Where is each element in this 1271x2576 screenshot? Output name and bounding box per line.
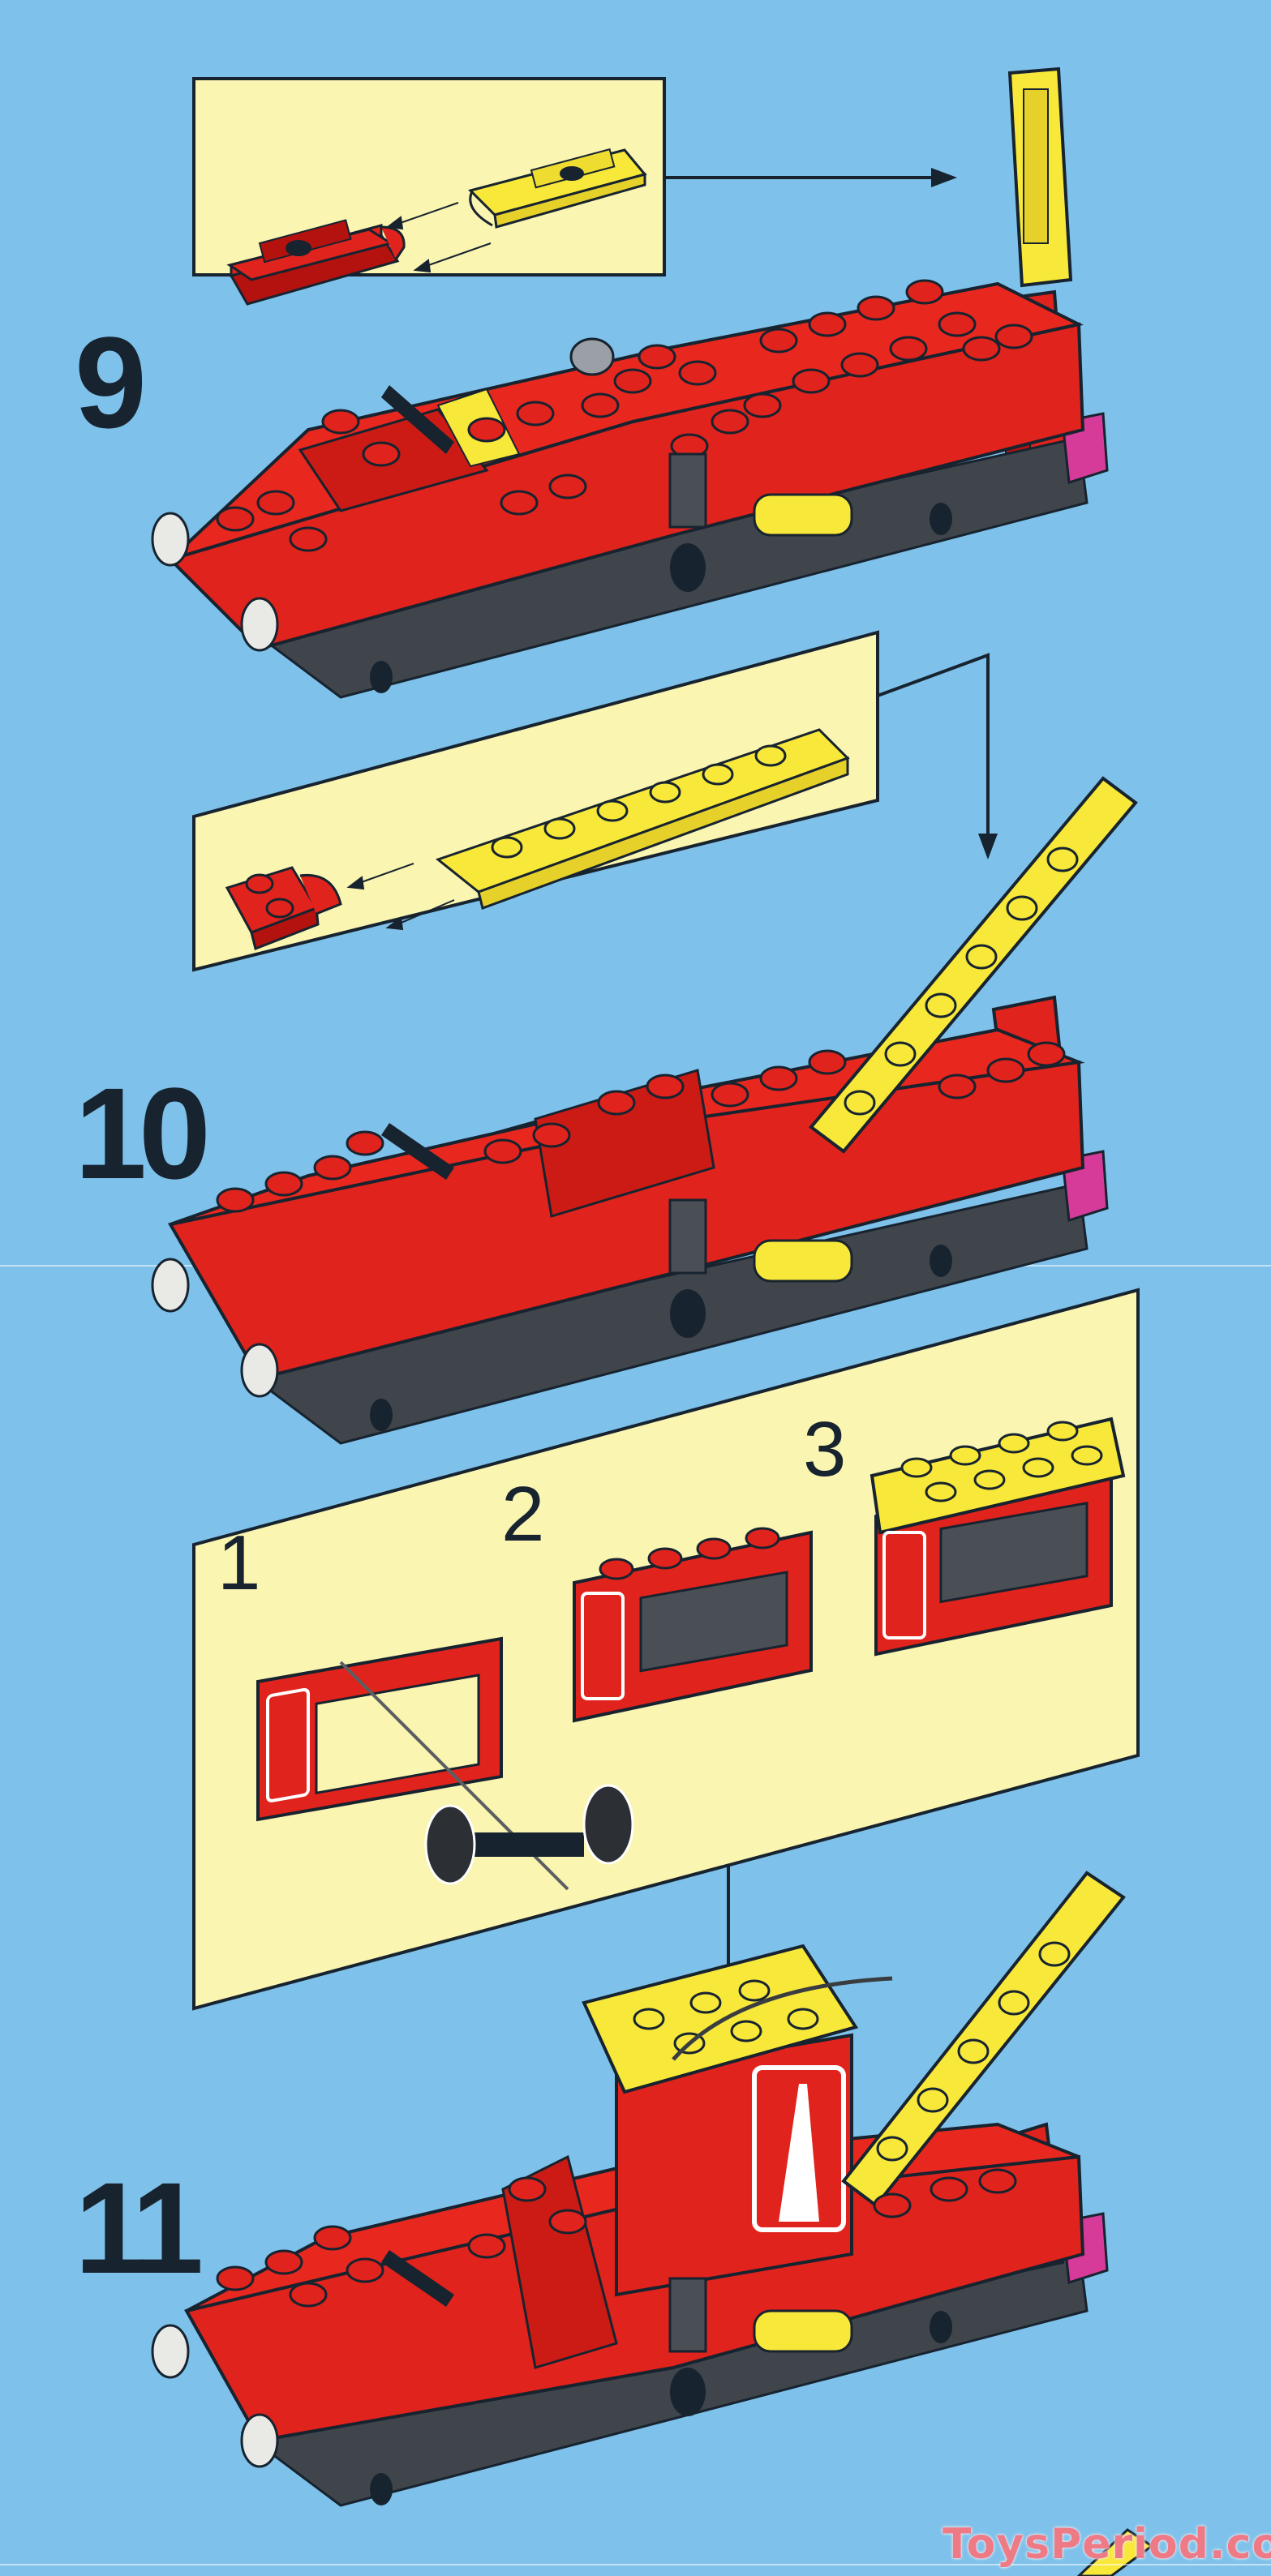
watermark: ToysPeriod.com (943, 2520, 1271, 2569)
step-11-inset (192, 1288, 1140, 2011)
winch-frame-substep-1-icon (256, 1636, 634, 1891)
red-hinge-plate-icon (226, 219, 406, 306)
yellow-hinge-plate-icon (468, 148, 647, 229)
red-hinge-plate-2x2-icon (225, 866, 342, 951)
paper-fold-line (0, 2564, 1271, 2565)
step-9-inset (192, 77, 666, 306)
step-number-9: 9 (75, 310, 147, 455)
step-10-connector-arrow (877, 653, 998, 859)
vehicle-step-9 (151, 66, 1109, 699)
brick-studs (216, 279, 1033, 552)
step-10-inset (192, 630, 879, 972)
substep-label-1: 1 (217, 1519, 261, 1606)
step-9-connector-arrow (664, 168, 957, 187)
winch-substep-2-icon (573, 1527, 813, 1723)
substep-label-2: 2 (501, 1471, 545, 1558)
substep-label-3: 3 (803, 1406, 847, 1493)
step-number-11: 11 (75, 2155, 204, 2300)
vehicle-step-10 (151, 776, 1138, 1445)
vehicle-step-11 (151, 1871, 1154, 2576)
step-number-10: 10 (75, 1061, 211, 1206)
assembly-arrows-icon (346, 863, 455, 931)
winch-substep-3-icon (870, 1417, 1126, 1657)
assembly-arrows-icon (385, 202, 492, 273)
yellow-hinge-plate-1x6-icon (435, 728, 850, 910)
